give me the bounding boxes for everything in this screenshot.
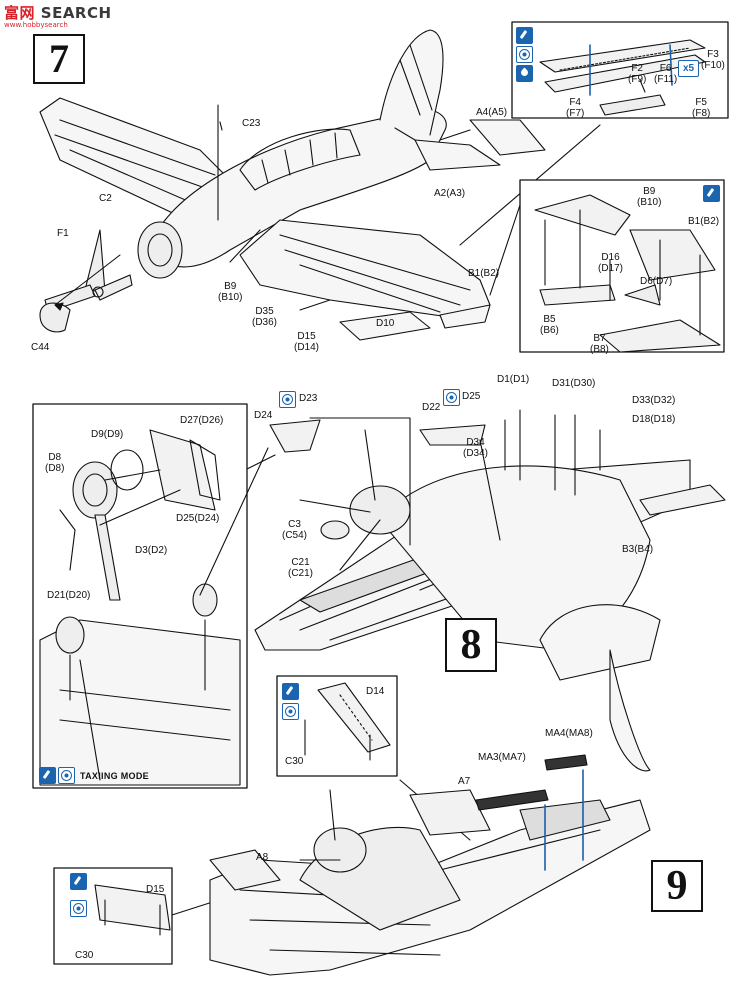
x5-icon: x5 bbox=[678, 60, 699, 77]
label-c3: C3(C54) bbox=[282, 519, 308, 541]
step-number-8: 8 bbox=[445, 618, 497, 672]
label-c30-low: C30 bbox=[75, 950, 94, 961]
step-number-9: 9 bbox=[651, 860, 703, 912]
brush-icon bbox=[516, 27, 533, 44]
label-d24: D24 bbox=[254, 410, 273, 421]
label-c21: C21(C21) bbox=[288, 557, 314, 579]
label-d6: D6(D7) bbox=[640, 276, 673, 287]
label-d8: D8(D8) bbox=[45, 452, 65, 474]
step7-aircraft bbox=[39, 29, 546, 341]
label-c23: C23 bbox=[242, 118, 261, 129]
label-d16: D16(D17) bbox=[598, 252, 624, 274]
cement-drop-icon bbox=[516, 65, 533, 82]
step8-aircraft bbox=[254, 409, 726, 772]
label-d34: D34(D34) bbox=[463, 437, 489, 459]
label-c30-mid: C30 bbox=[285, 756, 304, 767]
label-f1: F1 bbox=[57, 228, 69, 239]
label-d9: D9(D9) bbox=[91, 429, 124, 440]
watermark-logo: 富网 SEARCH www.hobbysearch bbox=[4, 4, 112, 29]
brush-icon bbox=[70, 873, 87, 890]
label-a8: A8 bbox=[256, 852, 269, 863]
label-b1: B1(B2) bbox=[468, 268, 500, 279]
label-c2: C2 bbox=[99, 193, 112, 204]
label-f3: F3(F10) bbox=[701, 49, 725, 71]
label-d10: D10 bbox=[376, 318, 395, 329]
label-b3: B3(B4) bbox=[622, 544, 654, 555]
label-b5: B5(B6) bbox=[540, 314, 559, 336]
label-d25: D25 bbox=[462, 391, 481, 402]
label-d15: D15(D14) bbox=[294, 331, 320, 353]
label-d22: D22 bbox=[422, 402, 441, 413]
decal-icon bbox=[58, 767, 75, 784]
label-d15-low: D15 bbox=[146, 884, 165, 895]
label-d1: D1(D1) bbox=[497, 374, 530, 385]
label-a7: A7 bbox=[458, 776, 471, 787]
label-d14: D14 bbox=[366, 686, 385, 697]
label-ma4: MA4(MA8) bbox=[545, 728, 593, 739]
label-c44: C44 bbox=[31, 342, 50, 353]
label-d31: D31(D30) bbox=[552, 378, 596, 389]
label-b1-inset: B1(B2) bbox=[688, 216, 720, 227]
label-d23: D23 bbox=[299, 393, 318, 404]
label-d27: D27(D26) bbox=[180, 415, 224, 426]
taxiing-mode-caption: TAXIING MODE bbox=[80, 771, 149, 781]
decal-icon bbox=[282, 703, 299, 720]
decal-icon bbox=[443, 389, 460, 406]
label-d33: D33(D32) bbox=[632, 395, 676, 406]
decal-icon bbox=[70, 900, 87, 917]
label-f2: F2(F9) bbox=[628, 63, 647, 85]
step9-aircraft bbox=[209, 754, 651, 976]
brush-icon bbox=[39, 767, 56, 784]
step-number-7: 7 bbox=[33, 34, 85, 84]
label-d25-gear: D25(D24) bbox=[176, 513, 220, 524]
label-d35: D35(D36) bbox=[252, 306, 278, 328]
label-f5: F5(F8) bbox=[692, 97, 711, 119]
label-b9-inset: B9(B10) bbox=[637, 186, 662, 208]
decal-icon bbox=[516, 46, 533, 63]
label-f6: F6(F11) bbox=[654, 63, 678, 85]
label-d21: D21(D20) bbox=[47, 590, 91, 601]
label-d18: D18(D18) bbox=[632, 414, 676, 425]
brush-icon bbox=[282, 683, 299, 700]
label-b9: B9(B10) bbox=[218, 281, 243, 303]
label-b7: B7(B8) bbox=[590, 333, 609, 355]
label-f4: F4(F7) bbox=[566, 97, 585, 119]
label-a2: A2(A3) bbox=[434, 188, 466, 199]
label-ma3: MA3(MA7) bbox=[478, 752, 526, 763]
brush-icon bbox=[703, 185, 720, 202]
decal-icon bbox=[279, 391, 296, 408]
label-a4: A4(A5) bbox=[476, 107, 508, 118]
label-d3: D3(D2) bbox=[135, 545, 168, 556]
